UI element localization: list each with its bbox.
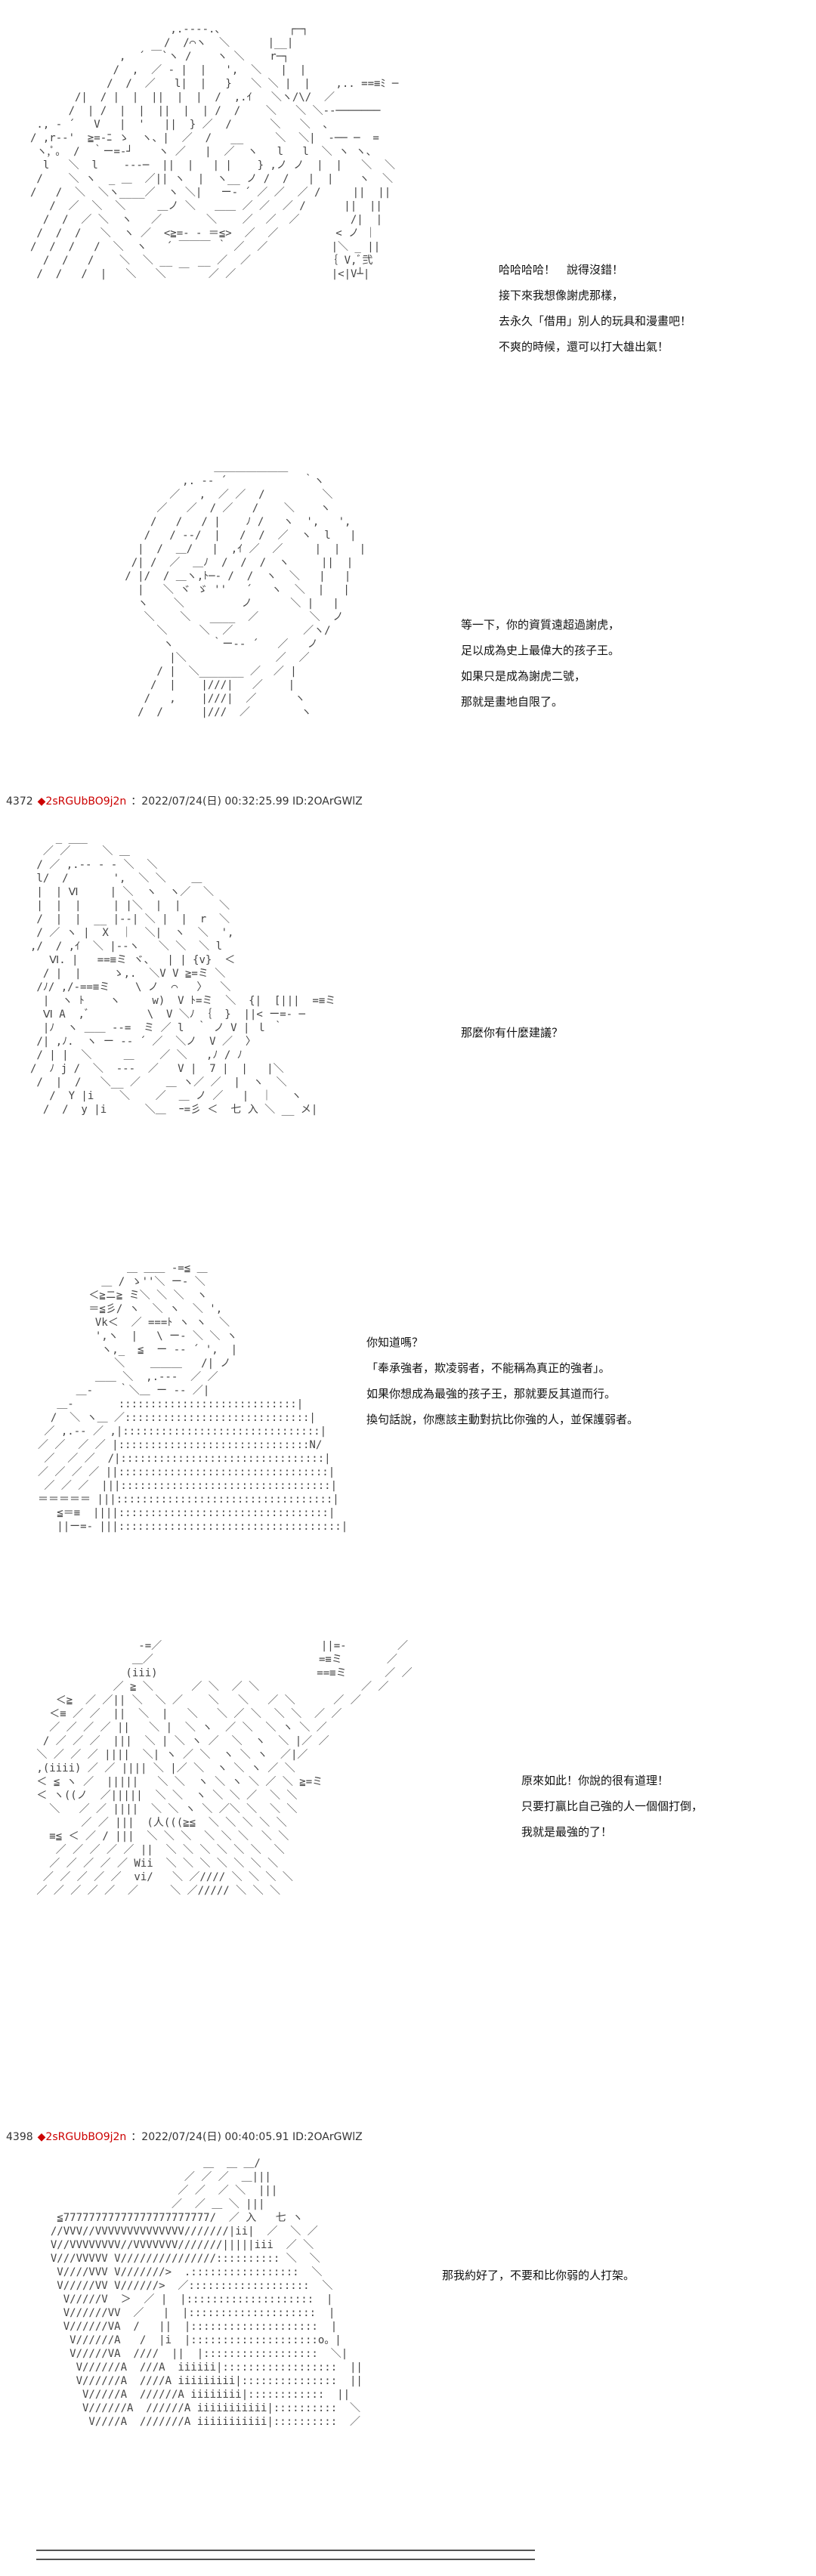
dialog-box: 你知道嗎？ 「奉承強者，欺凌弱者，不能稱為真正的強者」。 如果你想成為最強的孩子… xyxy=(366,1330,638,1432)
dialog-box: 那我約好了，不要和比你弱的人打架。 xyxy=(442,2262,635,2288)
dialog-line: 我就是最強的了！ xyxy=(521,1825,613,1839)
ascii-art-determined-character: ‐=／ ||=- ／ ＿／ =≡ミ ／ (iii) ==≡ミ ／ ／ ／ ≧ ＼… xyxy=(36,1640,413,1897)
dialog-line: 原來如此！你說的很有道理！ xyxy=(521,1774,669,1787)
dialog-box: 哈哈哈哈！ 說得沒錯！ 接下來我想像謝虎那樣， 去永久「借用」別人的玩具和漫畫吧… xyxy=(499,257,691,360)
ascii-art-serious-character: ＿＿＿＿＿＿＿ ,. -‐ ´ ｀ヽ ／ , ／ ／ / ＼ ／ ／ / ／ /… xyxy=(125,462,366,718)
ascii-art-promising-character: ＿ ＿ ＿/ ／ ／ ／ ＿||| ／ ／ ／ ＼ ||| ／ ／ ＿ ＼ ||… xyxy=(50,2157,363,2428)
dialog-line: 你知道嗎？ xyxy=(366,1336,424,1349)
post-number: 4372 xyxy=(6,795,33,808)
post-header: 4398 ◆2sRGUbBO9j2n ：2022/07/24(日) 00:40:05… xyxy=(6,2129,363,2144)
dialog-line: 足以成為史上最偉大的孩子王。 xyxy=(461,644,620,657)
post-number: 4398 xyxy=(6,2131,33,2143)
dialog-line: 接下來我想像謝虎那樣， xyxy=(499,289,624,302)
dialog-line: 如果你想成為最強的孩子王，那就要反其道而行。 xyxy=(366,1387,617,1401)
dialog-line: 「奉承強者，欺凌弱者，不能稱為真正的強者」。 xyxy=(366,1361,610,1375)
dialog-line: 不爽的時候，還可以打大雄出氣！ xyxy=(499,340,669,354)
divider xyxy=(36,2550,535,2560)
ascii-art-laughing-character: ,.-‐‐-.、 ┌─┐ / /⌒ヽ ＼ |__| , ´ ￣`ヽ / ヽ ＼ … xyxy=(30,23,399,280)
dialog-line: 哈哈哈哈！ 說得沒錯！ xyxy=(499,263,624,276)
dialog-line: 那麼你有什麼建議？ xyxy=(461,1026,564,1039)
post-meta: ：2022/07/24(日) 00:40:05.91 ID:2OArGWlZ xyxy=(131,2131,363,2143)
trip-diamond-icon: ◆ xyxy=(37,795,46,808)
dialog-line: 等一下，你的資質遠超過謝虎， xyxy=(461,618,620,632)
dialog-line: 如果只是成為謝虎二號， xyxy=(461,669,586,683)
dialog-line: 那我約好了，不要和比你弱的人打架。 xyxy=(442,2269,635,2282)
dialog-line: 只要打贏比自己強的人一個個打倒， xyxy=(521,1799,703,1813)
trip-diamond-icon: ◆ xyxy=(37,2131,46,2143)
panel-3: _ ___ ／ ／ ＼ ＿ / ／ ,.-‐ ‐ ‐ ＼ ＼ l/ / ', ＼… xyxy=(0,823,816,1246)
dialog-line: 換句話說，你應該主動對抗比你強的人，並保護弱者。 xyxy=(366,1413,639,1426)
post-tripcode[interactable]: 2sRGUbBO9j2n xyxy=(45,795,127,808)
dialog-line: 去永久「借用」別人的玩具和漫畫吧！ xyxy=(499,314,692,328)
dialog-box: 原來如此！你說的很有道理！ 只要打贏比自己強的人一個個打倒， 我就是最強的了！ xyxy=(521,1768,703,1845)
panel-5: ‐=／ ||=- ／ ＿／ =≡ミ ／ (iii) ==≡ミ ／ ／ ／ ≧ ＼… xyxy=(0,1632,816,2115)
post-meta: ：2022/07/24(日) 00:32:25.99 ID:2OArGWlZ xyxy=(131,795,363,808)
panel-2: ＿＿＿＿＿＿＿ ,. -‐ ´ ｀ヽ ／ , ／ ／ / ＼ ／ ／ / ／ /… xyxy=(0,446,816,778)
dialog-line: 那就是畫地自限了。 xyxy=(461,695,564,709)
panel-1: ,.-‐‐-.、 ┌─┐ / /⌒ヽ ＼ |__| , ´ ￣`ヽ / ヽ ＼ … xyxy=(0,0,816,423)
panel-6: ＿ ＿ ＿/ ／ ／ ／ ＿||| ／ ／ ／ ＼ ||| ／ ／ ＿ ＼ ||… xyxy=(0,2149,816,2542)
dialog-box: 等一下，你的資質遠超過謝虎， 足以成為史上最偉大的孩子王。 如果只是成為謝虎二號… xyxy=(461,612,620,715)
panel-4: ＿ ＿＿ ‐=≦ ＿ ＿ / ゝ''＼ ー‐ ＼ ＜≧ニ≧ ミ＼ ＼ ＼ ヽ ＝… xyxy=(0,1254,816,1617)
ascii-art-advising-character: ＿ ＿＿ ‐=≦ ＿ ＿ / ゝ''＼ ー‐ ＼ ＜≧ニ≧ ミ＼ ＼ ＼ ヽ ＝… xyxy=(38,1262,348,1533)
dialog-box: 那麼你有什麼建議？ xyxy=(461,1020,563,1046)
ascii-art-questioning-character: _ ___ ／ ／ ＼ ＿ / ／ ,.-‐ ‐ ‐ ＼ ＼ l/ / ', ＼… xyxy=(30,832,336,1116)
post-header: 4372 ◆2sRGUbBO9j2n ：2022/07/24(日) 00:32:25… xyxy=(6,793,363,808)
post-tripcode[interactable]: 2sRGUbBO9j2n xyxy=(45,2131,127,2143)
